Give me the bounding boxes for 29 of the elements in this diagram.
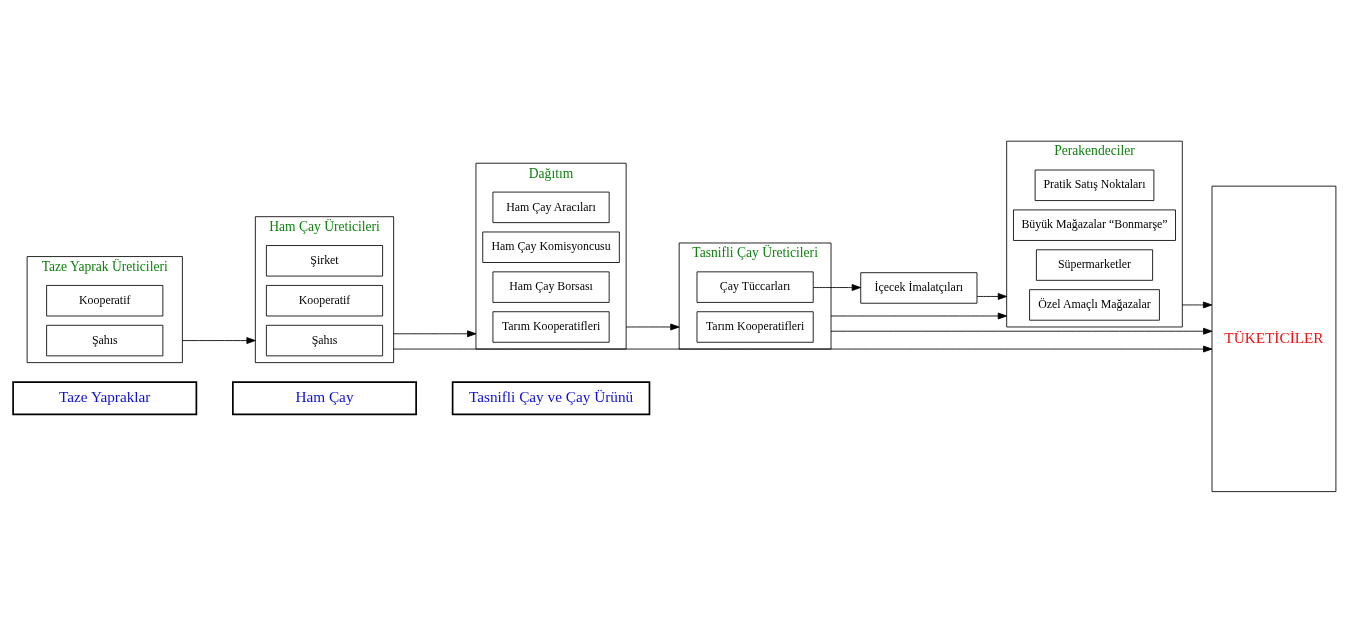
node-box: Tarım Kooperatifleri [492,311,610,343]
node-box: İçecek İmalatçıları [860,272,978,304]
arrow [830,312,1008,320]
arrow [830,327,1213,335]
node-box: Kooperatif [265,285,384,317]
node-box: Şahıs [46,324,164,357]
node-box: Çay Tüccarları [696,271,814,303]
arrow [393,345,1213,353]
arrow [812,284,861,291]
node-box: Süpermarketler [1035,249,1154,281]
node-box: Büyük Mağazalar “Bonmarşe” [1013,209,1176,241]
node-box: Tarım Kooperatifleri [696,311,814,343]
node-box: Ham Çay Aracıları [492,191,610,224]
arrow [1181,301,1213,309]
arrow [625,323,680,331]
node-box: Ham Çay Borsası [492,271,610,303]
arrow [393,330,477,338]
node-box: Pratik Satış Noktaları [1034,169,1155,201]
node-box: Ham Çay Komisyoncusu [482,231,620,263]
node-box: Taze Yapraklar [12,381,198,416]
node-box: Ham Çay [232,381,417,416]
arrow [976,293,1008,300]
node-box: Şahıs [265,324,384,357]
node-box: Özel Amaçlı Mağazalar [1029,289,1160,321]
node-box: Kooperatif [46,285,164,317]
node-box: TÜKETİCİLER [1211,185,1337,493]
node-box: Tasnifli Çay ve Çay Ürünü [451,381,651,416]
node-box: Şirket [265,245,384,277]
arrow [181,337,256,344]
